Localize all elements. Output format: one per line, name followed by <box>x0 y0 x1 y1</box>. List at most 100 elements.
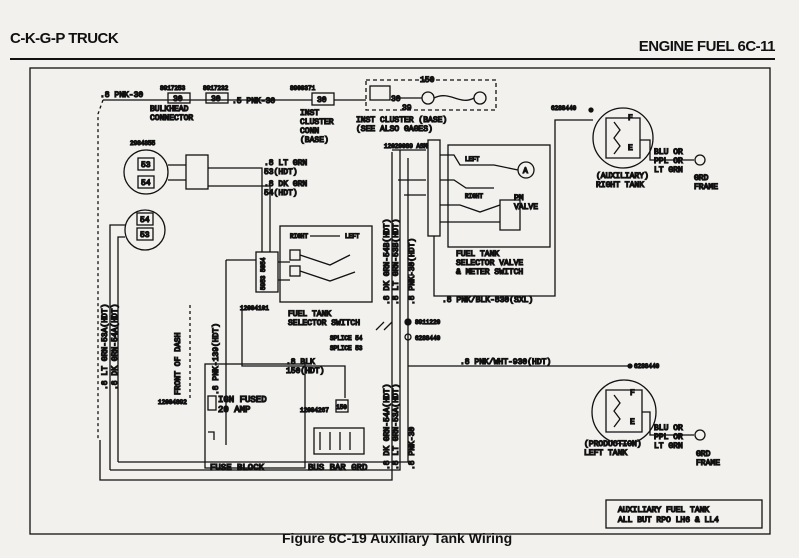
wire-dk-grn-54-line-2: 54(HDT) <box>264 189 298 198</box>
wire-pnk-blk-830 <box>433 119 593 297</box>
selector-switch-line-1: FUEL TANK <box>288 310 331 319</box>
label-pnk-blk-830: .8 PNK/BLK-830(SXL) <box>442 296 533 305</box>
pin-53-lower: 53 <box>140 231 150 240</box>
wire-dk-grn-54-long <box>110 150 401 471</box>
label-front-of-dash: FRONT OF DASH <box>174 332 183 395</box>
note-line-1: AUXILIARY FUEL TANK <box>618 506 709 515</box>
label-bulkhead-2: CONNECTOR <box>150 114 193 123</box>
label-prod-left-tank: (PRODUCTION)LEFT TANK <box>583 439 642 458</box>
grd-frame-a-line-1: GRD <box>694 174 709 183</box>
splice-8911220 <box>404 318 412 326</box>
label-splice-53: SPLICE 53 <box>330 345 363 352</box>
label-dk-grn-54b: .8 DK GRN-54B(HDT) <box>383 219 392 305</box>
diagram-frame <box>29 67 771 535</box>
note-line-2: ALL BUT RPO LH6 & LL4 <box>618 516 719 525</box>
selector-valve-line-1: FUEL TANK <box>456 250 499 259</box>
prod-tank-sender <box>591 379 657 445</box>
cluster-conn-pin-30: 30 <box>317 96 327 105</box>
selector-switch-box <box>279 225 373 303</box>
splice-6288440 <box>404 333 412 341</box>
connector-53-54-upper <box>123 149 169 195</box>
bus-bar <box>313 427 365 455</box>
label-lt-grn-53a-v: .8 LT GRN-53A(HDT) <box>392 384 401 470</box>
wire-lt-grn-53-line-2: 53(HDT) <box>264 168 298 177</box>
prod-left-tank-line-2: LEFT TANK <box>584 449 627 458</box>
label-pnk-wht-930: .8 PNK/WHT-930(HDT) <box>460 358 551 367</box>
blu-ppl-b-line-2: PPL OR <box>654 433 683 442</box>
label-part-6288440-a: 6288440 <box>551 105 577 112</box>
fuse-ign <box>207 395 217 411</box>
pin-53-upper: 53 <box>141 161 151 170</box>
switch-contact-1 <box>289 249 301 261</box>
ign-fused-line-2: 20 AMP <box>218 405 250 415</box>
blu-ppl-a-line-3: LT GRN <box>654 166 683 175</box>
aux-sender-e: E <box>628 144 633 153</box>
aux-right-tank-line-2: RIGHT TANK <box>596 181 644 190</box>
cluster-lamp-2 <box>473 91 487 105</box>
bulkhead-line-1: BULKHEAD <box>150 105 189 114</box>
note-box <box>605 499 763 529</box>
prod-sender-resistor <box>613 394 621 428</box>
aux-ground-wire <box>640 139 694 161</box>
blu-ppl-a-line-2: PPL OR <box>654 157 683 166</box>
grd-frame-a-line-2: FRAME <box>694 183 718 192</box>
selector-connector <box>255 251 279 293</box>
pm-valve-line-2: VALVE <box>514 203 538 212</box>
inst-cluster-conn-line-2: CLUSTER <box>300 118 334 127</box>
cluster-conn-pin <box>311 92 335 106</box>
bulkhead-pin-30-b <box>205 92 229 104</box>
bus-pin-150 <box>335 399 349 413</box>
valve-left: LEFT <box>465 156 480 163</box>
inst-cluster-base-line-1: INST CLUSTER (BASE) <box>356 116 447 125</box>
pin-30-a: 30 <box>173 95 183 104</box>
bulkhead-pin-30-a <box>167 92 191 104</box>
wires-53a-54a-left <box>109 224 125 470</box>
figure-caption: Figure 6C-19 Auxiliary Tank Wiring <box>282 530 513 546</box>
label-part-8917253: 8917253 <box>160 85 186 92</box>
label-bus-bar-grd: BUS BAR GRD <box>308 463 367 473</box>
prod-ground-symbol <box>694 429 706 441</box>
blu-ppl-b-line-3: LT GRN <box>654 442 683 451</box>
node-6288440-c <box>627 363 633 369</box>
label-part-6288440-c: 6288440 <box>634 363 660 370</box>
selector-valve-line-3: & METER SWITCH <box>456 268 523 277</box>
cluster-internal-wire <box>400 95 475 101</box>
label-bulkhead-1: BULKHEAD <box>150 105 189 114</box>
selector-valve-box <box>447 144 551 248</box>
cluster-pin-150: 150 <box>420 76 435 85</box>
ign-fused-line-1: IGN FUSED <box>218 395 267 405</box>
selector-switch-line-2: SELECTOR SWITCH <box>288 319 360 328</box>
switch-links <box>278 261 290 281</box>
label-pnk-30-hdt: .8 PNK-30(HDT) <box>408 238 417 305</box>
label-part-12020089: 12020089 ASM <box>384 143 428 150</box>
pm-valve-line-1: PM <box>514 194 524 203</box>
bus-pin-150-label: 150 <box>336 404 347 411</box>
aux-sender-f: F <box>628 114 633 123</box>
label-part-8917232: 8917232 <box>203 85 229 92</box>
label-part-6288440-b: 6288440 <box>415 335 441 342</box>
bus-bar-terminals <box>319 432 351 450</box>
wire-dk-grn-54-line-1: .8 DK GRN <box>264 180 307 189</box>
bulkhead-line-2: CONNECTOR <box>150 114 193 123</box>
prod-left-tank-line-1: (PRODUCTION) <box>584 440 642 449</box>
grommet-upper <box>185 154 209 190</box>
aux-sender-body <box>605 117 641 159</box>
cluster-pin-30: 30 <box>391 95 401 104</box>
header-title-right: ENGINE FUEL 6C-11 <box>638 38 776 55</box>
switch-left: LEFT <box>345 233 360 240</box>
pin-box-54-lower <box>136 212 154 226</box>
wire-pnk30-dashed <box>97 99 104 440</box>
label-pnk-30-v: .8 PNK-30 <box>408 427 417 470</box>
pin-box-53-upper <box>137 157 155 171</box>
cluster-pin-box <box>369 85 391 101</box>
selector-pins: 5953 5054 <box>260 257 267 290</box>
pin-30-b: 30 <box>211 95 221 104</box>
header-title-left: C-K-G-P TRUCK <box>10 30 119 47</box>
